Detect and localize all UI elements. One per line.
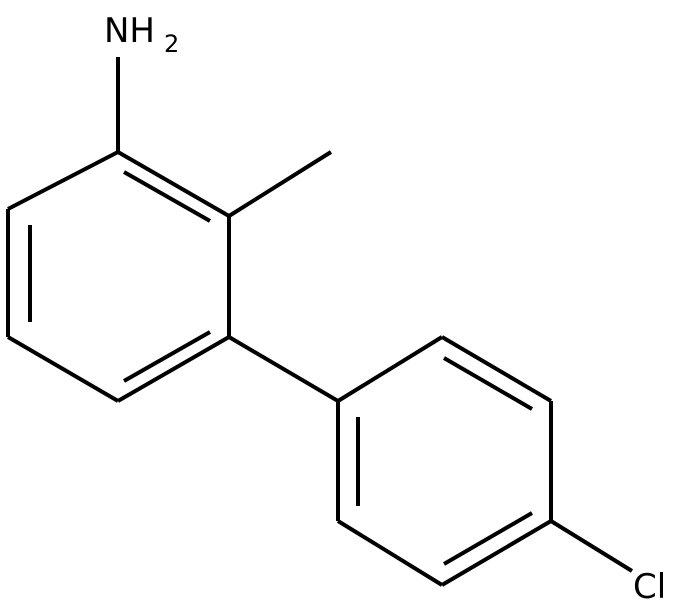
bond-ring-b-2 (440, 335, 553, 403)
chlorine-label: Cl (633, 567, 666, 607)
amine-label-subscript: 2 (164, 30, 179, 58)
amine-label: NH 2 (104, 11, 179, 58)
bond-biaryl-link (227, 335, 340, 403)
amine-label-main: NH (104, 11, 155, 51)
bond-ring-b-4 (440, 519, 553, 587)
double-bond-inner-b-bottom-right (442, 511, 534, 566)
double-bond-inner-a-bottom-right (123, 330, 211, 383)
bond-ring-b-5 (336, 519, 444, 587)
bond-chlorine (549, 519, 634, 573)
aniline-ring (6, 150, 231, 403)
bond-methyl (227, 150, 333, 218)
double-bond-inner-a-top-right (123, 170, 211, 223)
chlorophenyl-ring (336, 335, 553, 587)
double-bond-inner-b-top (442, 356, 534, 411)
bond-ring-a-3 (117, 335, 230, 403)
bond-ring-b-1 (336, 335, 444, 403)
bond-ring-a-4 (6, 335, 120, 403)
bond-ring-a-6 (7, 150, 119, 211)
bond-ring-a-1 (117, 150, 230, 218)
